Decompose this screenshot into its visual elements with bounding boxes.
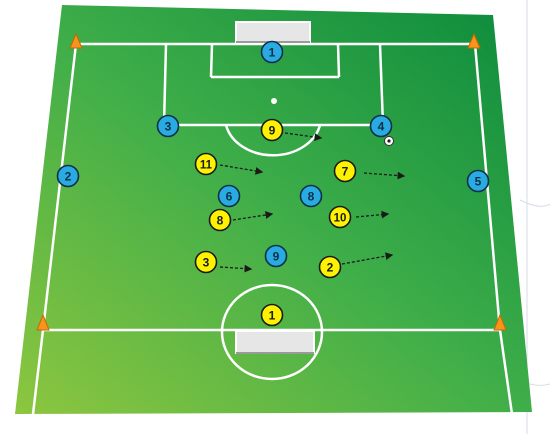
svg-text:1: 1 [269, 46, 276, 60]
blue-player[interactable]: 1 [260, 40, 284, 64]
soccer-ball-icon [384, 136, 394, 146]
penalty-spot [271, 98, 277, 104]
svg-text:2: 2 [327, 261, 334, 275]
yellow-player[interactable]: 8 [208, 208, 232, 232]
svg-text:7: 7 [342, 165, 349, 179]
blue-player[interactable]: 2 [56, 164, 80, 188]
svg-text:3: 3 [165, 120, 172, 134]
bottom-goal [235, 330, 315, 354]
blue-player[interactable]: 6 [217, 184, 241, 208]
blue-player[interactable]: 5 [466, 169, 490, 193]
svg-text:9: 9 [269, 124, 276, 138]
yellow-player[interactable]: 10 [328, 205, 352, 229]
run-arrow [355, 210, 390, 219]
cones [36, 32, 507, 331]
svg-text:2: 2 [65, 170, 72, 184]
blue-player[interactable]: 3 [156, 114, 180, 138]
svg-text:10: 10 [334, 213, 347, 225]
run-arrow [341, 252, 394, 265]
cone-icon [69, 32, 83, 49]
run-arrows [219, 132, 406, 273]
blue-player[interactable]: 4 [369, 114, 393, 138]
svg-text:8: 8 [217, 214, 224, 228]
yellow-team: 9 11 7 8 10 3 [194, 118, 357, 327]
svg-text:6: 6 [226, 190, 233, 204]
run-arrow [219, 164, 264, 175]
run-arrow [232, 211, 274, 221]
svg-text:1: 1 [269, 309, 276, 323]
svg-text:9: 9 [273, 250, 280, 264]
yellow-player[interactable]: 2 [318, 255, 342, 279]
top-goal [235, 21, 311, 43]
run-arrow [219, 264, 253, 273]
yellow-player[interactable]: 1 [260, 303, 284, 327]
svg-text:3: 3 [203, 256, 210, 270]
svg-text:5: 5 [475, 175, 482, 189]
pitch-surface [15, 5, 532, 414]
cone-icon [467, 32, 481, 49]
blue-team: 1 2 3 4 5 6 8 [56, 40, 490, 268]
yellow-player[interactable]: 9 [260, 118, 284, 142]
run-arrow [284, 132, 323, 141]
blue-player[interactable]: 8 [299, 184, 323, 208]
cone-icon [493, 313, 507, 331]
yellow-player[interactable]: 11 [194, 152, 218, 176]
yellow-player[interactable]: 7 [333, 159, 357, 183]
cone-icon [36, 313, 50, 331]
yellow-player[interactable]: 3 [194, 250, 218, 274]
svg-text:4: 4 [378, 120, 385, 134]
svg-text:8: 8 [308, 190, 315, 204]
blue-player[interactable]: 9 [264, 244, 288, 268]
svg-text:11: 11 [200, 160, 213, 172]
run-arrow [363, 171, 406, 180]
